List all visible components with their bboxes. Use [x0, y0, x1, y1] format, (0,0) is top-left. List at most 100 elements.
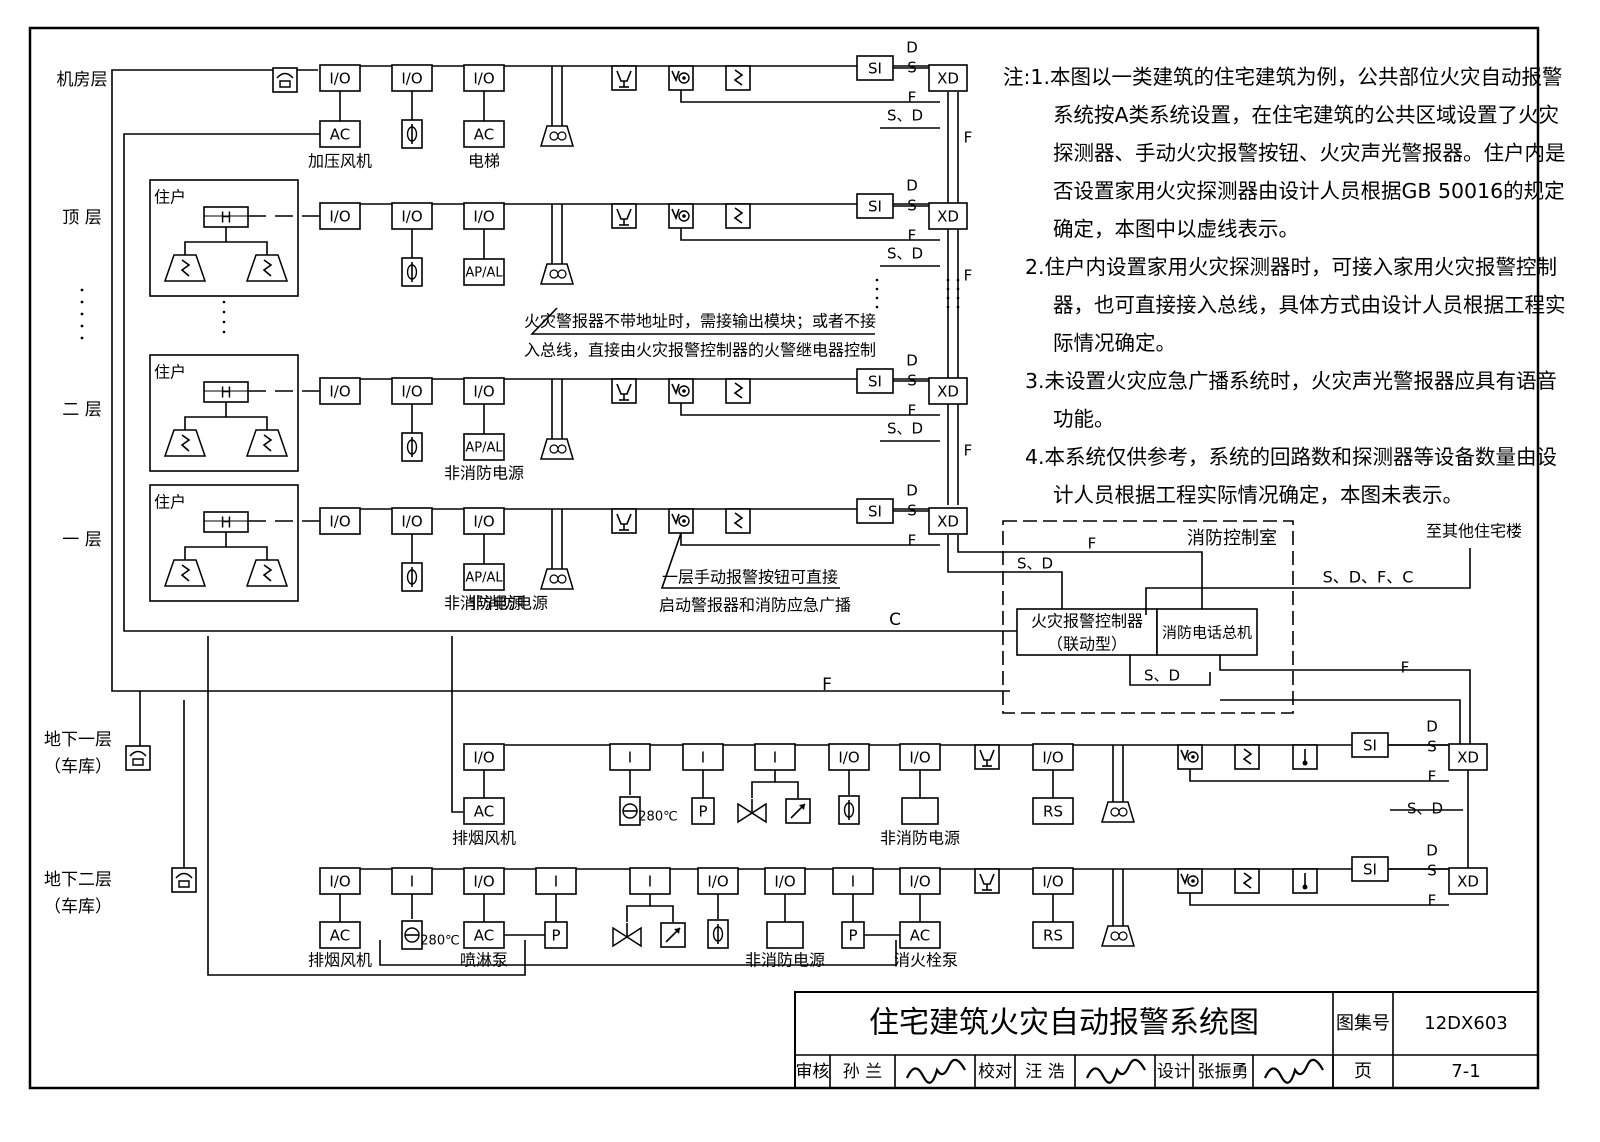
- label-non-fire-power: 非消防电源: [468, 594, 548, 613]
- ac-module: [463, 120, 505, 148]
- sounder-strobe-icon: [1100, 801, 1136, 823]
- home-controller-text: H: [220, 209, 231, 227]
- page-number: 7-1: [1451, 1061, 1480, 1082]
- c-bus-to-b2: [207, 636, 526, 976]
- wire-label-f: F: [908, 227, 917, 245]
- line-to-other-building: [1145, 548, 1471, 615]
- fire-phone-icon-body: [132, 758, 144, 766]
- ap-al-module-text: AP/AL: [465, 571, 503, 586]
- ellipsis-dot: [222, 310, 226, 314]
- button-note-leader: [660, 532, 840, 589]
- rs-module: [1032, 797, 1074, 825]
- ac-module-text: AC: [330, 126, 350, 144]
- controller-sd-down: [1129, 655, 1211, 686]
- ellipsis-dot: [875, 305, 879, 309]
- flow-indicator-icon-head: [799, 804, 805, 810]
- home-detector-icon-s: [262, 434, 273, 452]
- manual-call-point-icon-dot: [1191, 879, 1195, 883]
- io-module-text: I/O: [329, 70, 350, 88]
- fire-control-room: [1002, 520, 1294, 714]
- io-module-text: I/O: [473, 383, 494, 401]
- io-module-text: I/O: [909, 873, 930, 891]
- riser-ellipsis: [956, 296, 960, 300]
- ac-module-text: AC: [910, 927, 930, 945]
- input-module: [682, 743, 724, 771]
- wire-label-sd: S、D: [887, 420, 923, 438]
- wire-label-f: F: [908, 89, 917, 107]
- notes-block: 注:1.本图以一类建筑的住宅建筑为例，公共部位火灾自动报警系统按A类系统设置，在…: [1003, 58, 1573, 514]
- designer-name: 张振勇: [1198, 1062, 1249, 1082]
- sounder-strobe-icon: [1100, 925, 1136, 947]
- input-module-text: I: [554, 873, 558, 891]
- manual-call-point-icon-ring: [678, 72, 690, 84]
- ac-module-text: AC: [474, 126, 494, 144]
- smoke-detector-icon-s: [733, 69, 744, 86]
- wire-label-s: S: [1427, 862, 1437, 880]
- ellipsis-dot: [80, 324, 84, 328]
- sd-line-to-controller: [947, 535, 1063, 609]
- outer-frame: [28, 26, 1540, 1090]
- smoke-detector-icon-s: [733, 382, 744, 399]
- io-module: [463, 507, 505, 535]
- ellipsis-dot: [80, 288, 84, 292]
- io-module: [463, 377, 505, 405]
- wire-label-sd-room: S、D: [1017, 555, 1053, 573]
- io-module: [463, 64, 505, 92]
- alarm-button-f-line: [1189, 769, 1449, 782]
- io-module-text: I/O: [329, 513, 350, 531]
- input-module-text: I: [648, 873, 652, 891]
- floor-label-b1-sub: （车库）: [44, 757, 112, 777]
- distribution-box-text: XD: [937, 208, 959, 226]
- distribution-box-text: XD: [937, 513, 959, 531]
- label-controller-line1: 火灾报警控制器: [1031, 612, 1143, 631]
- alarm-button-f-line: [680, 90, 940, 103]
- io-module-text: I/O: [401, 70, 422, 88]
- input-module: [832, 867, 874, 895]
- io-module-text: I/O: [401, 383, 422, 401]
- io-module: [391, 507, 433, 535]
- io-module: [319, 64, 361, 92]
- manual-call-point-icon-y: [1180, 873, 1189, 886]
- manual-call-point-icon-y: [671, 70, 680, 83]
- label-smoke-exhaust-fan: 排烟风机: [452, 829, 516, 848]
- rs-module-text: RS: [1043, 803, 1063, 821]
- io-module-text: I/O: [473, 70, 494, 88]
- io-module: [391, 377, 433, 405]
- label-280c: 280℃: [420, 934, 459, 949]
- c-bus-b2-links: [379, 940, 897, 966]
- signature-scribble: [1085, 1058, 1146, 1084]
- alarm-button-f-line: [1189, 893, 1449, 906]
- io-module-text: I/O: [1042, 873, 1063, 891]
- distribution-box: [1448, 867, 1488, 895]
- fire-phone-host-text: 消防电话总机: [1162, 624, 1252, 642]
- fire-phone-icon-body: [178, 880, 190, 888]
- manual-call-point-icon-ring: [1187, 751, 1199, 763]
- home-detector-icon-s: [180, 434, 191, 452]
- wire-label-f-riser: F: [964, 267, 973, 285]
- label-residence: 住户: [154, 493, 186, 512]
- non-fire-power-box: [766, 921, 804, 949]
- manual-call-point-icon-y: [1180, 749, 1189, 762]
- button-note-line1: 一层手动报警按钮可直接: [662, 568, 838, 587]
- io-module: [319, 867, 361, 895]
- sounder-strobe-icon: [539, 568, 575, 590]
- label-non-fire-power: 非消防电源: [444, 594, 524, 613]
- ap-al-module-text: AP/AL: [465, 266, 503, 281]
- riser-ellipsis: [946, 278, 950, 282]
- short-circuit-isolator-text: SI: [868, 198, 882, 216]
- fire-phone-icon-handset: [129, 750, 147, 757]
- signature-scribble: [1263, 1058, 1324, 1084]
- sounder-strobe-icon-lamp2: [557, 269, 567, 279]
- short-circuit-isolator-text: SI: [1363, 861, 1377, 879]
- distribution-box-text: XD: [1457, 873, 1479, 891]
- sounder-strobe-icon: [539, 125, 575, 147]
- sounder-strobe-icon-lamp2: [557, 574, 567, 584]
- manual-call-point-icon-y: [671, 208, 680, 221]
- manual-call-point-icon-ring: [678, 515, 690, 527]
- residence-box: [149, 179, 299, 297]
- io-module-text: I/O: [329, 208, 350, 226]
- wire-label-c: C: [889, 610, 901, 630]
- label-controller-line2: （联动型）: [1047, 635, 1127, 654]
- home-detector-icon-s: [180, 259, 191, 277]
